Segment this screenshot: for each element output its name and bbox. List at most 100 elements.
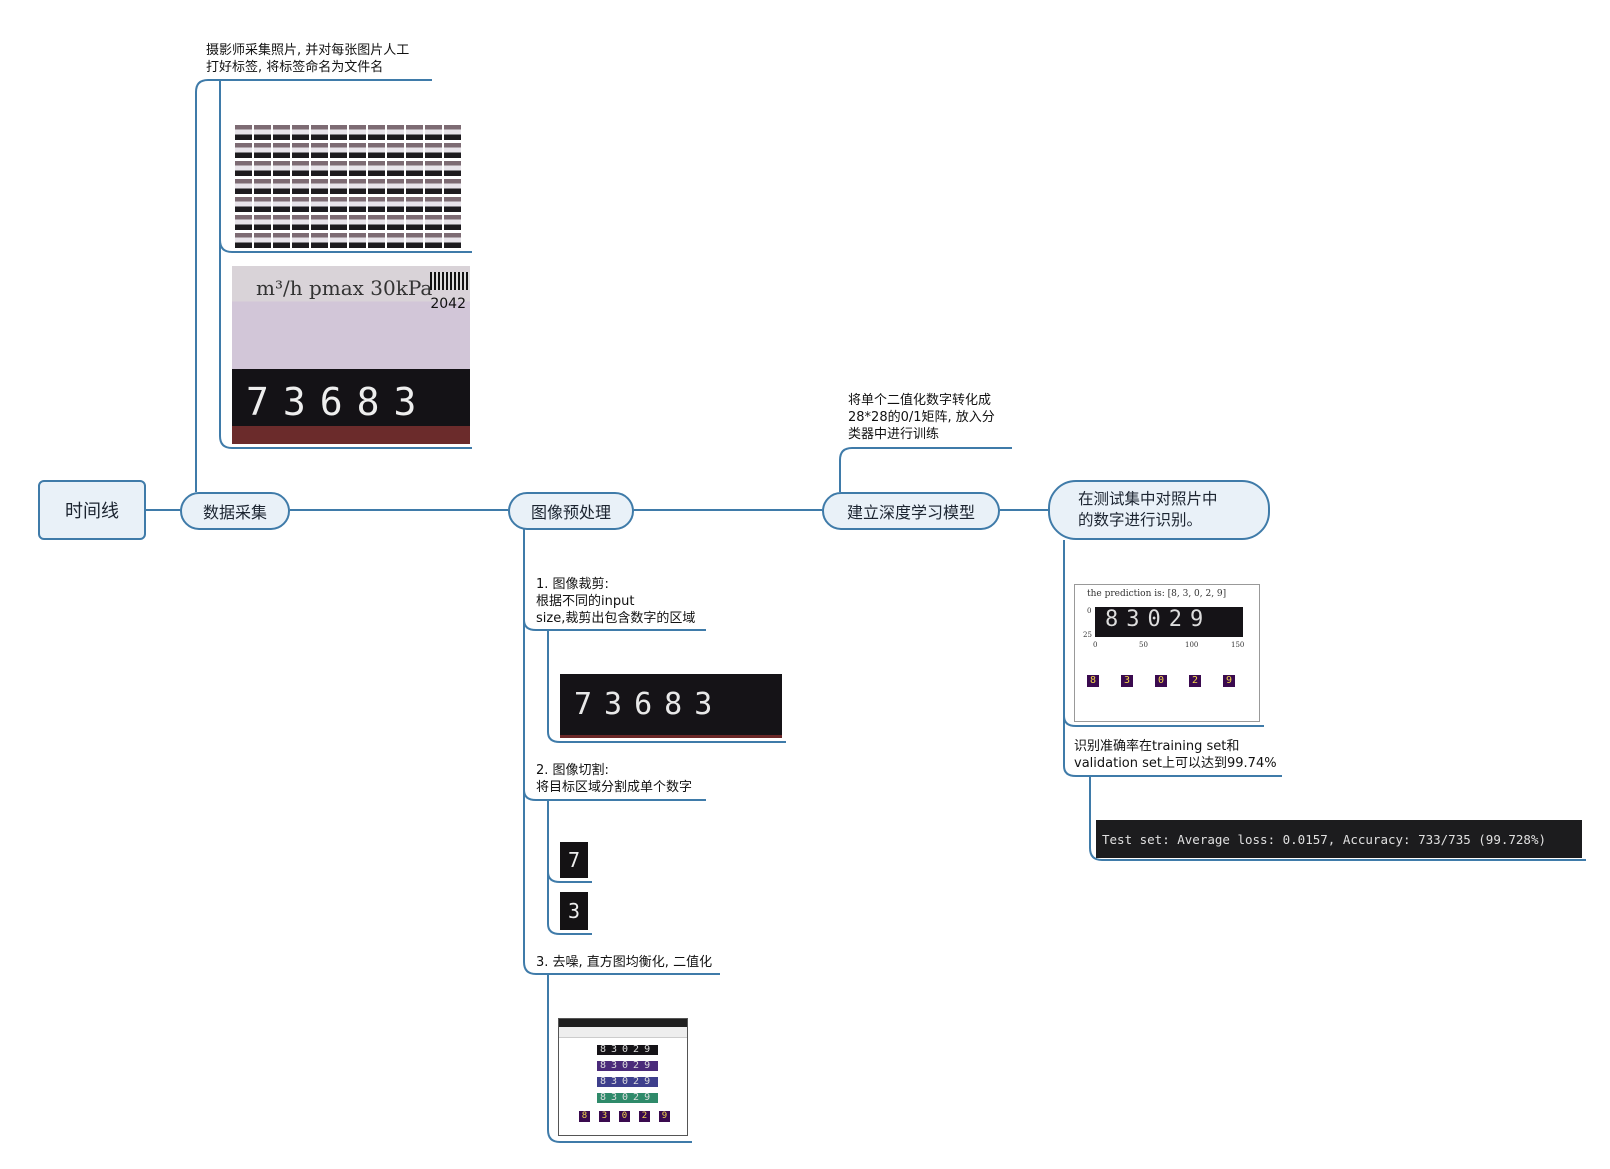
- photo-thumbnail: [254, 125, 271, 142]
- axis-x-tick-1: 50: [1139, 641, 1148, 649]
- photo-thumbnail: [387, 143, 404, 160]
- photo-thumbnail: [425, 215, 442, 232]
- photo-thumbnail: [425, 143, 442, 160]
- photo-thumbnail: [425, 125, 442, 142]
- stage-recognize-label: 在测试集中对照片中 的数字进行识别。: [1078, 490, 1218, 529]
- segmented-digit-a-text: 7: [567, 848, 581, 872]
- photo-thumbnail: [349, 197, 366, 214]
- photo-thumbnail: [387, 161, 404, 178]
- photo-thumbnail: [330, 143, 347, 160]
- axis-y-tick-1: 25: [1083, 631, 1092, 639]
- prediction-plot: the prediction is: [8, 3, 0, 2, 9] 83029…: [1074, 584, 1260, 722]
- photo-thumbnail: [330, 197, 347, 214]
- meter-digits: 73683: [246, 380, 431, 424]
- figure-toolbar: [559, 1027, 687, 1038]
- photo-thumbnail: [273, 197, 290, 214]
- photo-thumbnail: [311, 179, 328, 196]
- photo-thumbnail: [406, 179, 423, 196]
- photo-thumbnail: [444, 233, 461, 250]
- photo-thumbnail: [330, 179, 347, 196]
- figure-row-denoise: 83029: [597, 1061, 658, 1071]
- photo-thumbnail: [349, 179, 366, 196]
- photo-thumbnail: [273, 161, 290, 178]
- photo-thumbnail: [235, 179, 252, 196]
- stage-preprocess-node[interactable]: 图像预处理: [508, 492, 634, 530]
- stage-recognize-node[interactable]: 在测试集中对照片中 的数字进行识别。: [1048, 480, 1270, 540]
- photo-thumbnail: [444, 143, 461, 160]
- photo-thumbnail: [368, 143, 385, 160]
- axis-y-tick-0: 0: [1087, 607, 1092, 615]
- axis-x-tick-3: 150: [1231, 641, 1245, 649]
- accuracy-note: 识别准确率在training set和 validation set上可以达到9…: [1074, 739, 1277, 771]
- photo-thumbnail: [254, 143, 271, 160]
- photo-thumbnails-grid: [232, 122, 470, 250]
- cropped-digits-text: 73683: [574, 687, 725, 722]
- photo-thumbnail: [254, 179, 271, 196]
- photo-thumbnail: [406, 161, 423, 178]
- prediction-digits-strip: 83029: [1095, 607, 1243, 637]
- photo-thumbnail: [292, 179, 309, 196]
- stage-model-node[interactable]: 建立深度学习模型: [822, 492, 1000, 530]
- stage-collect-node[interactable]: 数据采集: [180, 492, 290, 530]
- photo-thumbnail: [425, 179, 442, 196]
- stage-preprocess-label: 图像预处理: [530, 503, 611, 522]
- photo-thumbnail: [425, 197, 442, 214]
- axis-x-tick-2: 100: [1185, 641, 1199, 649]
- photo-thumbnail: [254, 233, 271, 250]
- photo-thumbnail: [349, 233, 366, 250]
- photo-thumbnail: [235, 233, 252, 250]
- photo-thumbnail: [235, 215, 252, 232]
- prediction-cell: 3: [1121, 675, 1133, 687]
- photo-thumbnail: [425, 233, 442, 250]
- preprocess-step1-note: 1. 图像裁剪: 根据不同的input size,裁剪出包含数字的区域: [536, 577, 696, 626]
- stage-collect-label: 数据采集: [202, 503, 267, 522]
- photo-thumbnail: [387, 179, 404, 196]
- photo-thumbnail: [330, 125, 347, 142]
- photo-thumbnail: [387, 197, 404, 214]
- photo-thumbnail: [349, 125, 366, 142]
- root-label: 时间线: [65, 501, 119, 522]
- photo-thumbnail: [349, 161, 366, 178]
- photo-thumbnail: [254, 215, 271, 232]
- photo-thumbnail: [311, 215, 328, 232]
- photo-thumbnail: [311, 125, 328, 142]
- figure-digit-cell: 9: [659, 1111, 670, 1122]
- meter-code-text: 2042: [430, 296, 466, 312]
- photo-thumbnail: [387, 125, 404, 142]
- root-node[interactable]: 时间线: [38, 480, 146, 540]
- photo-thumbnail: [292, 143, 309, 160]
- photo-thumbnail: [349, 143, 366, 160]
- preprocess-step3-note: 3. 去噪, 直方图均衡化, 二值化: [536, 955, 713, 970]
- prediction-cell: 8: [1087, 675, 1099, 687]
- photo-thumbnail: [311, 161, 328, 178]
- photo-thumbnail: [311, 197, 328, 214]
- photo-thumbnail: [406, 143, 423, 160]
- collect-note: 摄影师采集照片, 并对每张图片人工 打好标签, 将标签命名为文件名: [206, 43, 410, 75]
- photo-thumbnail: [273, 215, 290, 232]
- photo-thumbnail: [444, 161, 461, 178]
- test-console-output: Test set: Average loss: 0.0157, Accuracy…: [1096, 820, 1582, 858]
- photo-thumbnail: [444, 179, 461, 196]
- photo-thumbnail: [330, 161, 347, 178]
- prediction-cell: 2: [1189, 675, 1201, 687]
- photo-thumbnail: [311, 233, 328, 250]
- photo-thumbnail: [254, 197, 271, 214]
- figure-row-binarize: 83029: [597, 1093, 658, 1103]
- photo-thumbnail: [387, 233, 404, 250]
- photo-thumbnail: [368, 125, 385, 142]
- figure-row-original: 83029: [597, 1045, 658, 1055]
- model-note: 将单个二值化数字转化成 28*28的0/1矩阵, 放入分 类器中进行训练: [848, 393, 995, 442]
- photo-thumbnail: [444, 197, 461, 214]
- photo-thumbnail: [273, 233, 290, 250]
- figure-digit-cell: 0: [619, 1111, 630, 1122]
- photo-thumbnail: [292, 215, 309, 232]
- segmented-digit-b-text: 3: [567, 899, 581, 923]
- photo-thumbnail: [273, 143, 290, 160]
- photo-thumbnail: [406, 215, 423, 232]
- photo-thumbnail: [368, 197, 385, 214]
- axis-x-tick-0: 0: [1093, 641, 1098, 649]
- photo-thumbnail: [292, 197, 309, 214]
- prediction-cell: 9: [1223, 675, 1235, 687]
- photo-thumbnail: [292, 233, 309, 250]
